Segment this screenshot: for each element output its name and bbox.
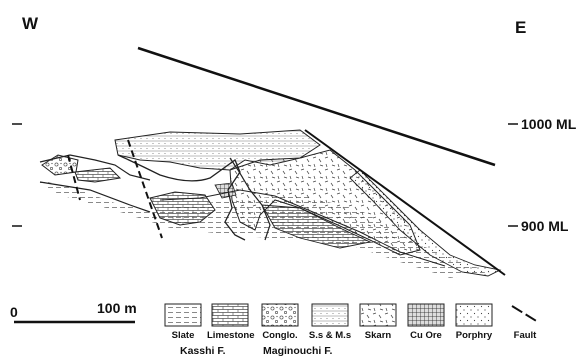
west-label: W bbox=[22, 14, 38, 34]
legend-swatch-slate bbox=[165, 304, 201, 326]
legend-swatch-skarn bbox=[360, 304, 396, 326]
legend-label-limestone: Limestone bbox=[207, 330, 253, 341]
cu-ore-lens bbox=[215, 183, 236, 198]
legend-swatches bbox=[165, 304, 492, 326]
legend-fault-symbol bbox=[512, 306, 538, 322]
legend-swatch-cuore bbox=[408, 304, 444, 326]
legend-label-conglo: Conglo. bbox=[257, 330, 303, 341]
formation-kasshi: Kasshi F. bbox=[180, 345, 226, 357]
legend-swatch-conglo bbox=[262, 304, 298, 326]
level-1000-label: 1000 ML bbox=[521, 116, 576, 132]
legend-label-ssms: S.s & M.s bbox=[307, 330, 353, 341]
legend-swatch-ssms bbox=[312, 304, 348, 326]
legend-label-slate: Slate bbox=[160, 330, 206, 341]
legend-label-porphry: Porphry bbox=[451, 330, 497, 341]
legend-label-skarn: Skarn bbox=[355, 330, 401, 341]
legend-label-fault: Fault bbox=[502, 330, 548, 341]
legend-swatch-limestone bbox=[212, 304, 248, 326]
legend-swatch-porphry bbox=[456, 304, 492, 326]
formation-maginouchi: Maginouchi F. bbox=[263, 345, 332, 357]
legend-label-cuore: Cu Ore bbox=[403, 330, 449, 341]
limestone-unit-2 bbox=[75, 168, 120, 182]
scale-length-label: 100 m bbox=[97, 300, 137, 316]
level-900-label: 900 ML bbox=[521, 218, 568, 234]
scale-zero-label: 0 bbox=[10, 304, 18, 320]
east-label: E bbox=[515, 18, 526, 38]
